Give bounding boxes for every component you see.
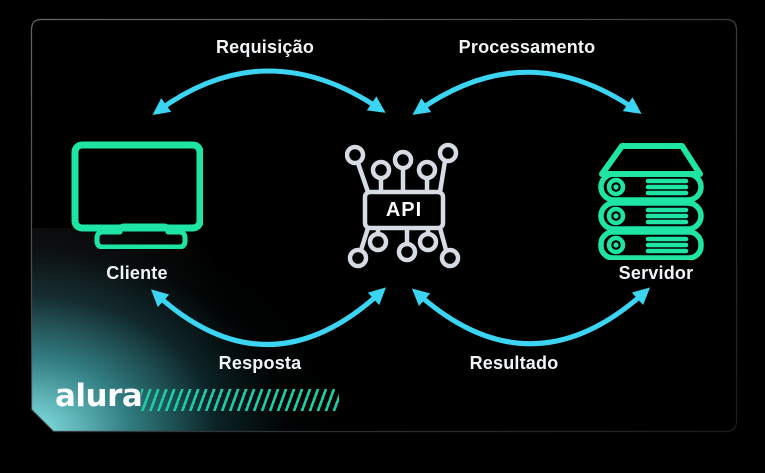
flow-label-requisicao: Requisição (215, 37, 315, 57)
node-label-cliente: Cliente (106, 263, 168, 283)
arrow-processamento (412, 69, 642, 115)
server-icon (598, 143, 704, 260)
arrow-resposta (150, 287, 387, 347)
inner-frame-border (30, 18, 738, 433)
arrow-resultado (411, 287, 651, 347)
flow-label-resposta: Resposta (218, 353, 302, 373)
node-label-api: API (385, 198, 423, 221)
api-chip-icon (345, 142, 461, 269)
monitor-icon (71, 141, 203, 249)
flow-label-resultado: Resultado (469, 353, 559, 373)
alura-logo: alura (55, 378, 143, 414)
arrow-requisicao (152, 68, 386, 116)
hatch-marks-decoration (141, 389, 339, 411)
node-label-servidor: Servidor (618, 263, 694, 283)
flow-label-processamento: Processamento (458, 37, 596, 57)
